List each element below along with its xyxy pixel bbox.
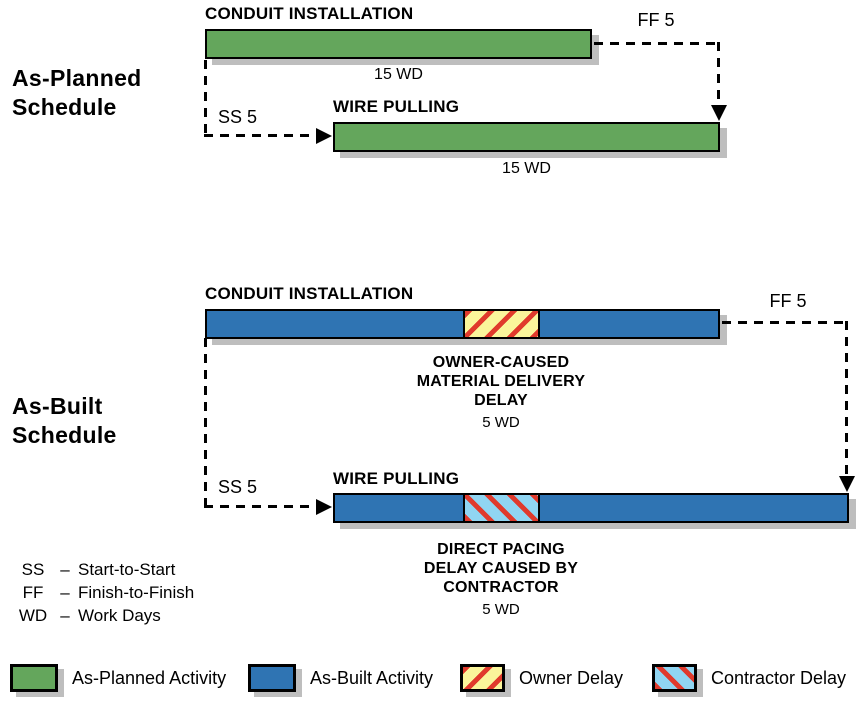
legend-item-as-built: As-Built Activity: [248, 664, 433, 692]
as-planned-wire-duration: 15 WD: [502, 160, 551, 177]
as-built-conduit-bar: [205, 309, 720, 339]
as-built-label-line1: As-Built: [12, 393, 103, 419]
as-built-section-label: As-Built Schedule: [12, 392, 117, 450]
contractor-delay-duration: 5 WD: [482, 601, 520, 618]
as-planned-label-line1: As-Planned: [12, 65, 142, 91]
as-built-label-line2: Schedule: [12, 422, 117, 448]
contractor-delay-note-line3: CONTRACTOR: [443, 579, 559, 596]
key-ss-dash: –: [60, 560, 70, 579]
as-planned-conduit-bar: [205, 29, 592, 59]
as-planned-ff-arrow-down-icon: [711, 105, 727, 121]
key-wd-abbr: WD: [18, 606, 48, 625]
as-planned-ff-connector-vertical: [717, 42, 720, 108]
as-built-wire-title: WIRE PULLING: [333, 469, 460, 488]
as-built-ss-label: SS 5: [218, 477, 258, 497]
as-built-ff-label: FF 5: [769, 291, 807, 311]
as-built-ff-connector-vertical: [845, 321, 848, 478]
as-planned-conduit-title: CONDUIT INSTALLATION: [205, 4, 414, 23]
owner-delay-note-line3: DELAY: [474, 392, 528, 409]
owner-delay-swatch: [460, 664, 505, 692]
key-row-ff: FF – Finish-to-Finish: [14, 581, 195, 604]
as-built-ff-connector-horizontal: [722, 321, 847, 324]
key-wd-definition: Work Days: [78, 606, 161, 625]
as-planned-section-label: As-Planned Schedule: [12, 64, 142, 122]
as-planned-wire-bar: [333, 122, 720, 152]
key-ss-definition: Start-to-Start: [78, 560, 176, 579]
owner-delay-note: OWNER-CAUSED MATERIAL DELIVERY DELAY 5 W…: [381, 353, 621, 431]
key-ff-dash: –: [60, 583, 70, 602]
contractor-delay-note-line1: DIRECT PACING: [437, 541, 565, 558]
as-built-conduit-title: CONDUIT INSTALLATION: [205, 284, 414, 303]
key-wd-dash: –: [60, 606, 70, 625]
as-built-wire-bar: [333, 493, 849, 523]
contractor-delay-label: Contractor Delay: [711, 667, 847, 688]
contractor-delay-note-line2: DELAY CAUSED BY: [423, 560, 579, 577]
owner-delay-note-line1: OWNER-CAUSED: [432, 354, 570, 371]
as-planned-activity-swatch: [10, 664, 58, 692]
contractor-delay-note: DIRECT PACING DELAY CAUSED BY CONTRACTOR…: [381, 540, 621, 618]
key-row-ss: SS – Start-to-Start: [14, 558, 194, 581]
legend-item-as-planned: As-Planned Activity: [10, 664, 226, 692]
as-planned-ss-label: SS 5: [218, 107, 258, 127]
key-ss-abbr: SS: [21, 560, 45, 579]
owner-delay-label: Owner Delay: [519, 667, 624, 688]
owner-delay-duration: 5 WD: [482, 414, 520, 431]
key-ff-abbr: FF: [22, 583, 44, 602]
legend-item-contractor-delay: Contractor Delay: [652, 664, 846, 692]
as-built-ff-arrow-down-icon: [839, 476, 855, 492]
as-built-activity-swatch: [248, 664, 296, 692]
as-planned-wire-title: WIRE PULLING: [333, 97, 460, 116]
as-planned-activity-label: As-Planned Activity: [72, 667, 227, 688]
contractor-delay-segment: [463, 495, 540, 521]
contractor-delay-swatch: [652, 664, 697, 692]
as-built-activity-label: As-Built Activity: [310, 667, 434, 688]
as-planned-ss-connector-vertical: [204, 60, 207, 136]
abbreviation-key: SS – Start-to-Start FF – Finish-to-Finis…: [14, 558, 194, 627]
as-built-ss-connector-vertical: [204, 338, 207, 507]
as-planned-label-line2: Schedule: [12, 94, 117, 120]
as-built-ss-arrow-right-icon: [316, 499, 332, 515]
as-planned-conduit-duration: 15 WD: [374, 66, 423, 83]
as-planned-ss-connector-horizontal: [204, 134, 317, 137]
owner-delay-note-line2: MATERIAL DELIVERY: [416, 373, 586, 390]
owner-delay-segment: [463, 311, 540, 337]
as-planned-ss-arrow-right-icon: [316, 128, 332, 144]
key-row-wd: WD – Work Days: [14, 604, 194, 627]
as-planned-ff-connector-horizontal: [594, 42, 720, 45]
key-ff-definition: Finish-to-Finish: [78, 583, 195, 602]
as-planned-ff-label: FF 5: [637, 10, 675, 30]
legend-item-owner-delay: Owner Delay: [460, 664, 623, 692]
as-built-ss-connector-horizontal: [204, 505, 317, 508]
